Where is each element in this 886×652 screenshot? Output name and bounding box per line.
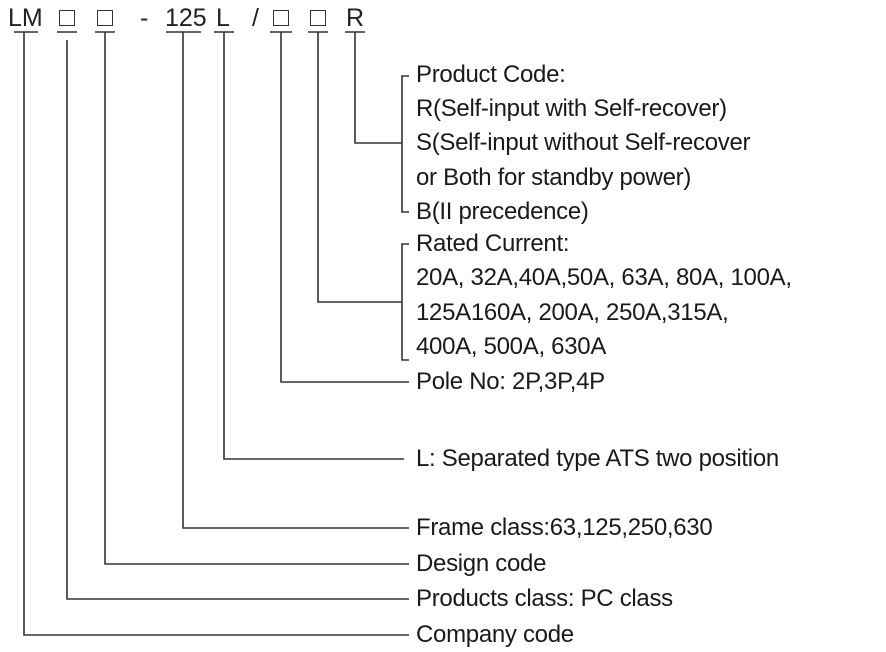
- products-class-label: Products class: PC class: [416, 585, 673, 612]
- product-code-line: S(Self-input without Self-recover: [416, 129, 751, 156]
- company-code-label: Company code: [416, 621, 574, 648]
- rated-current-line: 20A, 32A,40A,50A, 63A, 80A, 100A,: [416, 264, 792, 291]
- product-code-line: or Both for standby power): [416, 164, 692, 191]
- design-code-label: Design code: [416, 550, 547, 577]
- connector-products-class: [66, 40, 409, 600]
- product-code-heading: Product Code:: [416, 61, 566, 88]
- connector-pole-no: [280, 32, 409, 383]
- placeholder-box-pole-no: [273, 10, 289, 26]
- product-code-line: R(Self-input with Self-recover): [416, 95, 727, 122]
- type-l-label: L: Separated type ATS two position: [416, 445, 779, 472]
- connector-rated-current: [317, 32, 402, 303]
- bracket-rated-current: [401, 243, 409, 361]
- code-frame: 125: [165, 4, 207, 32]
- code-suffix: R: [346, 4, 365, 32]
- connector-design-code: [104, 32, 409, 565]
- placeholder-box-design-code: [97, 10, 113, 26]
- rated-current-line: 400A, 500A, 630A: [416, 333, 607, 360]
- code-slash: /: [252, 4, 259, 32]
- rated-current-line: 125A160A, 200A, 250A,315A,: [416, 299, 729, 326]
- connector-frame-class: [182, 32, 409, 529]
- placeholder-box-products-class: [59, 10, 75, 26]
- code-type-letter: L: [216, 4, 230, 32]
- bracket-product-code: [401, 75, 409, 213]
- code-prefix: LM: [8, 4, 43, 32]
- connector-type-l: [223, 32, 404, 460]
- pole-no-label: Pole No: 2P,3P,4P: [416, 368, 605, 395]
- connector-company-code: [23, 32, 409, 636]
- connector-product-code: [354, 32, 402, 144]
- code-dash: -: [140, 4, 149, 32]
- placeholder-box-rated-current: [310, 10, 326, 26]
- product-code-line: B(II precedence): [416, 198, 589, 225]
- frame-class-label: Frame class:63,125,250,630: [416, 514, 713, 541]
- rated-current-heading: Rated Current:: [416, 230, 570, 257]
